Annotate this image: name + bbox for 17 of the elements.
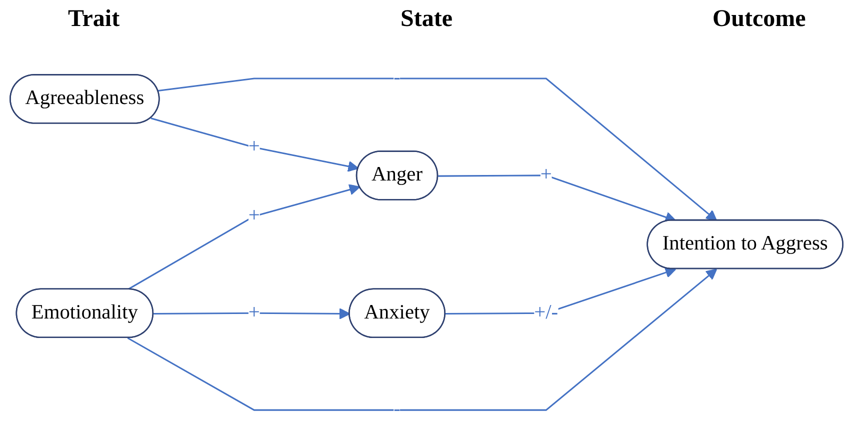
edge-label: - xyxy=(394,66,400,88)
arrow xyxy=(127,184,360,290)
edge-label: + xyxy=(248,136,260,158)
arrow xyxy=(158,77,718,221)
edge-label: + xyxy=(248,204,260,226)
arrow xyxy=(438,174,676,222)
column-heading: Trait xyxy=(68,6,120,33)
column-heading: State xyxy=(400,6,452,33)
arrow xyxy=(127,268,718,411)
arrow xyxy=(446,266,676,314)
arrow xyxy=(154,308,350,320)
edge-label: + xyxy=(248,301,260,324)
column-heading: Outcome xyxy=(712,6,806,33)
edge-label: - xyxy=(394,398,400,420)
edge-label: + xyxy=(540,164,552,186)
arrow xyxy=(150,117,359,172)
edge-label: +/- xyxy=(534,301,558,324)
